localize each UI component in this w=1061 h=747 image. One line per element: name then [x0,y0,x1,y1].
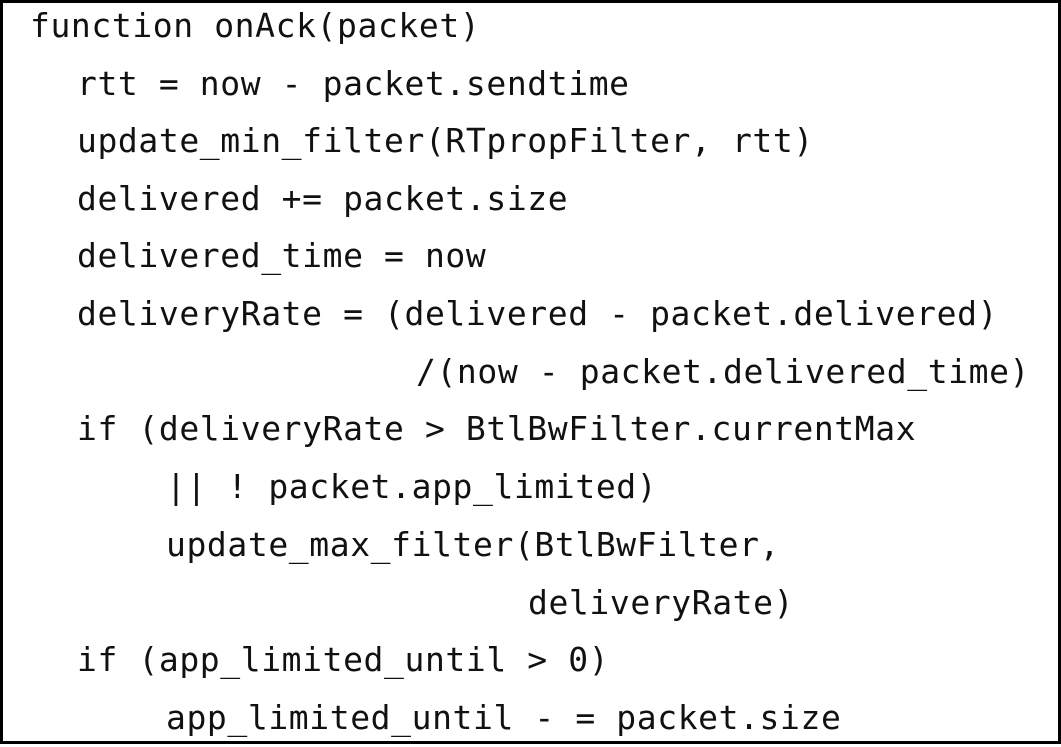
code-line: function onAck(packet) [30,6,481,45]
code-line: if (app_limited_until > 0) [77,640,610,679]
code-line: deliveryRate) [528,583,795,622]
code-line: app_limited_until - = packet.size [166,698,842,737]
code-line: update_max_filter(BtlBwFilter, [166,525,781,564]
code-line: deliveryRate = (delivered - packet.deliv… [77,294,999,333]
code-line: delivered_time = now [77,236,487,275]
code-line: || ! packet.app_limited) [166,467,658,506]
code-line: update_min_filter(RTpropFilter, rtt) [77,121,814,160]
code-line: delivered += packet.size [77,179,569,218]
code-line: /(now - packet.delivered_time) [416,352,1031,391]
code-line: rtt = now - packet.sendtime [77,64,630,103]
code-block: function onAck(packet) rtt = now - packe… [3,3,1061,747]
code-line: if (deliveryRate > BtlBwFilter.currentMa… [77,409,917,448]
